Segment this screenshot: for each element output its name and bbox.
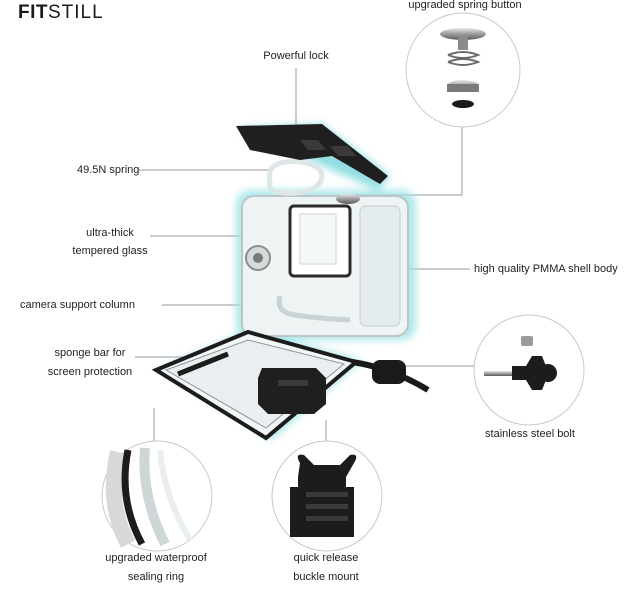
spring-button-detail bbox=[405, 12, 521, 128]
bolt-detail bbox=[473, 314, 585, 426]
label-spring-button: upgraded spring button bbox=[408, 0, 522, 11]
label-ring-line2: sealing ring bbox=[127, 571, 185, 583]
brand-logo: FITSTILL bbox=[18, 2, 104, 24]
label-steel-bolt: stainless steel bolt bbox=[485, 428, 575, 440]
label-support-column: camera support column bbox=[20, 299, 135, 311]
label-powerful-lock: Powerful lock bbox=[263, 50, 329, 62]
label-glass-line1: ultra-thick bbox=[86, 227, 134, 239]
label-sponge-line2: screen protection bbox=[47, 366, 133, 378]
brand-logo-part1: FIT bbox=[18, 2, 48, 23]
buckle-mount-detail bbox=[271, 440, 383, 552]
label-buckle-line2: buckle mount bbox=[293, 571, 359, 583]
label-shell-body: high quality PMMA shell body bbox=[474, 263, 618, 275]
housing-body bbox=[151, 124, 430, 441]
label-buckle-line1: quick release bbox=[293, 552, 359, 564]
sealing-ring-detail bbox=[101, 440, 213, 552]
label-sponge-line1: sponge bar for bbox=[54, 347, 126, 359]
label-spring: 49.5N spring bbox=[77, 164, 140, 176]
label-glass-line2: tempered glass bbox=[72, 245, 148, 257]
brand-logo-part2: STILL bbox=[48, 2, 104, 23]
label-ring-line1: upgraded waterproof bbox=[105, 552, 207, 564]
